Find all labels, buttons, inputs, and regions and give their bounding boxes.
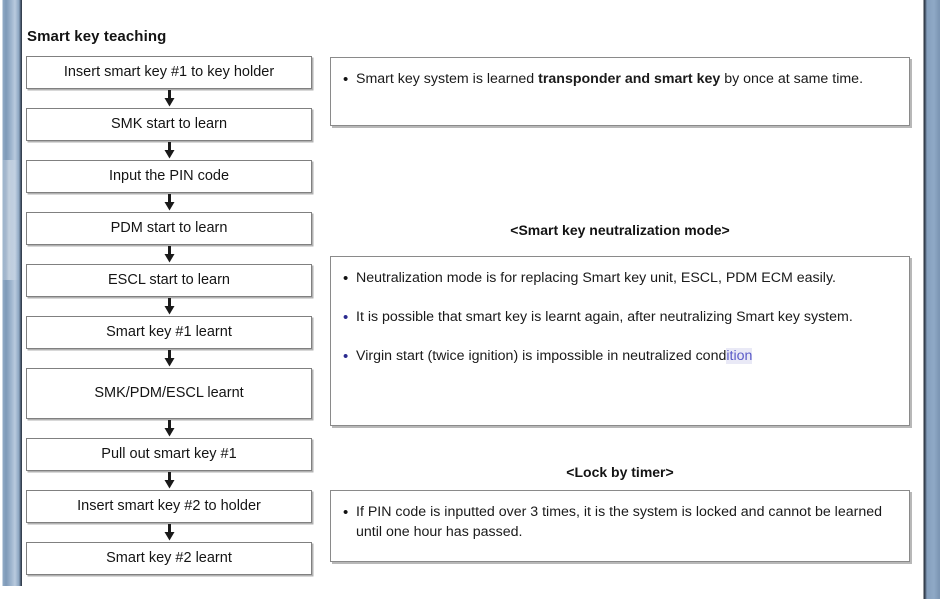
neutralization-bullet-text: Virgin start (twice ignition) is impossi… bbox=[356, 347, 895, 367]
page-title: Smart key teaching bbox=[27, 28, 167, 45]
left-edge-decoration-bar bbox=[0, 0, 22, 586]
lock-by-timer-heading: <Lock by timer> bbox=[566, 464, 674, 480]
intro-note-panel: • Smart key system is learned transponde… bbox=[330, 57, 910, 126]
lock-by-timer-note-panel: • If PIN code is inputted over 3 times, … bbox=[330, 490, 910, 562]
neutralization-bullet-text: It is possible that smart key is learnt … bbox=[356, 308, 853, 325]
left-edge-highlight bbox=[0, 160, 22, 280]
note-bullet: • Smart key system is learned transponde… bbox=[343, 70, 895, 90]
down-arrow-icon bbox=[26, 193, 312, 212]
note-bullet: • Neutralization mode is for replacing S… bbox=[343, 269, 895, 289]
flow-step-box: Pull out smart key #1 bbox=[26, 438, 312, 471]
down-arrow-icon bbox=[26, 89, 312, 108]
flow-step-box: SMK/PDM/ESCL learnt bbox=[26, 368, 312, 419]
down-arrow-icon bbox=[26, 419, 312, 438]
virgin-start-text-plain: Virgin start (twice ignition) is impossi… bbox=[356, 347, 727, 364]
note-bullet: • If PIN code is inputted over 3 times, … bbox=[343, 503, 895, 543]
intro-note-text: Smart key system is learned transponder … bbox=[356, 70, 895, 90]
down-arrow-icon bbox=[26, 471, 312, 490]
neutralization-note-panel: • Neutralization mode is for replacing S… bbox=[330, 256, 910, 426]
intro-text-before: Smart key system is learned bbox=[356, 71, 539, 87]
flow-step-box: Input the PIN code bbox=[26, 160, 312, 193]
down-arrow-icon bbox=[26, 245, 312, 264]
flow-step-box: Insert smart key #1 to key holder bbox=[26, 56, 312, 89]
right-edge-decoration-bar bbox=[922, 0, 940, 599]
bullet-dot-icon: • bbox=[343, 347, 349, 365]
down-arrow-icon bbox=[26, 349, 312, 368]
bullet-dot-icon: • bbox=[343, 504, 349, 521]
bullet-dot-icon: • bbox=[343, 308, 349, 326]
neutralization-bullet-text: Neutralization mode is for replacing Sma… bbox=[356, 270, 836, 286]
virgin-start-text-tinted: ition bbox=[726, 347, 753, 364]
down-arrow-icon bbox=[26, 523, 312, 542]
flow-step-box: Insert smart key #2 to holder bbox=[26, 490, 312, 523]
bullet-dot-icon: • bbox=[343, 270, 349, 287]
lock-by-timer-text: If PIN code is inputted over 3 times, it… bbox=[356, 504, 882, 540]
intro-text-bold: transponder and smart key bbox=[538, 71, 721, 87]
flow-step-box: Smart key #2 learnt bbox=[26, 542, 312, 575]
flow-step-box: SMK start to learn bbox=[26, 108, 312, 141]
bullet-dot-icon: • bbox=[343, 71, 349, 88]
down-arrow-icon bbox=[26, 141, 312, 160]
note-bullet: • Virgin start (twice ignition) is impos… bbox=[343, 347, 895, 367]
smart-key-teaching-flowchart: Insert smart key #1 to key holder SMK st… bbox=[26, 56, 312, 575]
neutralization-mode-heading: <Smart key neutralization mode> bbox=[510, 222, 730, 238]
flow-step-box: ESCL start to learn bbox=[26, 264, 312, 297]
flow-step-box: PDM start to learn bbox=[26, 212, 312, 245]
note-bullet: • It is possible that smart key is learn… bbox=[343, 308, 895, 328]
intro-text-after: by once at same time. bbox=[720, 71, 864, 87]
flow-step-box: Smart key #1 learnt bbox=[26, 316, 312, 349]
down-arrow-icon bbox=[26, 297, 312, 316]
